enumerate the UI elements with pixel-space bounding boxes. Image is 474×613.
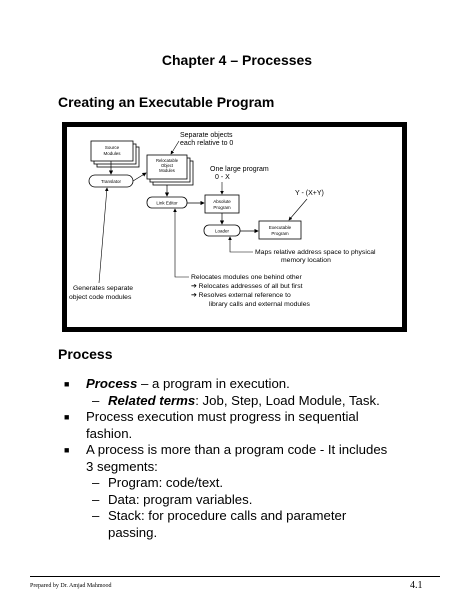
generates-text-1: Generates separate	[73, 285, 133, 292]
process-definition: – a program in execution.	[137, 376, 290, 391]
relocatable-label-1: Relocatable	[156, 158, 179, 163]
translator-box: Translator	[88, 174, 134, 188]
dash-bullet-icon: –	[92, 475, 100, 490]
bullet-continuation: passing.	[108, 524, 158, 540]
bullet-continuation: fashion.	[86, 425, 133, 441]
chapter-title: Chapter 4 – Processes	[161, 52, 313, 68]
list-item: – Stack: for procedure calls and paramet…	[58, 508, 418, 525]
absolute-label-2: Program	[213, 205, 231, 210]
executable-program-box: Executable Program	[258, 220, 302, 240]
section-heading-process: Process	[58, 346, 113, 362]
process-bullet-list: ■ Process – a program in execution. – Re…	[58, 376, 418, 541]
related-terms-list: : Job, Step, Load Module, Task.	[195, 392, 380, 408]
list-item: ■ Process – a program in execution.	[58, 376, 418, 393]
segment-program: Program: code/text.	[108, 475, 224, 490]
bullet-continuation: 3 segments:	[86, 458, 158, 474]
executable-program-diagram: Source Modules Translator Relocatable Ob…	[62, 122, 407, 332]
source-modules-box: Source Modules	[90, 140, 140, 168]
dash-bullet-icon: –	[92, 392, 100, 408]
maps-text-1: Maps relative address space to physical	[255, 249, 376, 256]
bullet-text: A process is more than a program code - …	[86, 442, 388, 457]
bullet-text: Process execution must progress in seque…	[86, 409, 359, 424]
list-item: – Related terms: Job, Step, Load Module,…	[58, 393, 418, 410]
segment-stack: Stack: for procedure calls and parameter	[108, 508, 347, 523]
one-large-program-text-2: 0 - X	[215, 174, 230, 181]
diagram-canvas: Source Modules Translator Relocatable Ob…	[67, 127, 402, 327]
relocatable-modules-box: Relocatable Object Modules	[146, 154, 194, 186]
link-editor-box: Link Editor	[146, 196, 188, 209]
loader-box: Loader	[203, 224, 241, 237]
list-item: – Data: program variables.	[58, 492, 418, 509]
relocatable-label-2: Object	[161, 163, 174, 168]
relocates-text-3: ➔ Resolves external reference to	[191, 292, 291, 299]
executable-label-1: Executable	[269, 225, 292, 230]
link-editor-label: Link Editor	[156, 201, 178, 206]
translator-label: Translator	[101, 179, 122, 184]
footer-divider	[30, 576, 440, 577]
segment-data: Data: program variables.	[108, 491, 253, 507]
process-term: Process	[86, 376, 138, 391]
absolute-label-1: Absolute	[213, 199, 231, 204]
relocates-text-4: library calls and external modules	[209, 301, 310, 308]
relocates-text-1: Relocates modules one behind other	[191, 274, 302, 281]
source-modules-label-1: Source	[105, 145, 120, 150]
absolute-program-box: Absolute Program	[204, 194, 240, 214]
page-number: 4.1	[410, 580, 423, 591]
square-bullet-icon: ■	[64, 445, 70, 455]
separate-objects-text-1: Separate objects	[180, 132, 233, 139]
executable-label-2: Program	[271, 231, 289, 236]
loader-label: Loader	[215, 229, 230, 234]
dash-bullet-icon: –	[92, 491, 100, 507]
list-item: ■ Process execution must progress in seq…	[58, 409, 418, 426]
source-modules-label-2: Modules	[103, 151, 121, 156]
section-heading-creating-executable: Creating an Executable Program	[58, 94, 275, 110]
generates-text-2: object code modules	[69, 294, 132, 301]
square-bullet-icon: ■	[64, 379, 70, 389]
list-item: ■ A process is more than a program code …	[58, 442, 418, 459]
square-bullet-icon: ■	[64, 412, 70, 422]
footer-author: Prepared by Dr. Amjad Mahmood	[30, 583, 112, 589]
one-large-program-text-1: One large program	[210, 166, 269, 173]
dash-bullet-icon: –	[92, 508, 100, 523]
maps-text-2: memory location	[281, 257, 331, 264]
separate-objects-text-2: each relative to 0	[180, 140, 233, 147]
list-item: – Program: code/text.	[58, 475, 418, 492]
relocates-text-2: ➔ Relocates addresses of all but first	[191, 283, 303, 290]
relocatable-label-3: Modules	[159, 168, 175, 173]
related-terms-term: Related terms	[108, 392, 196, 408]
address-range-text: Y - (X+Y)	[295, 190, 324, 197]
